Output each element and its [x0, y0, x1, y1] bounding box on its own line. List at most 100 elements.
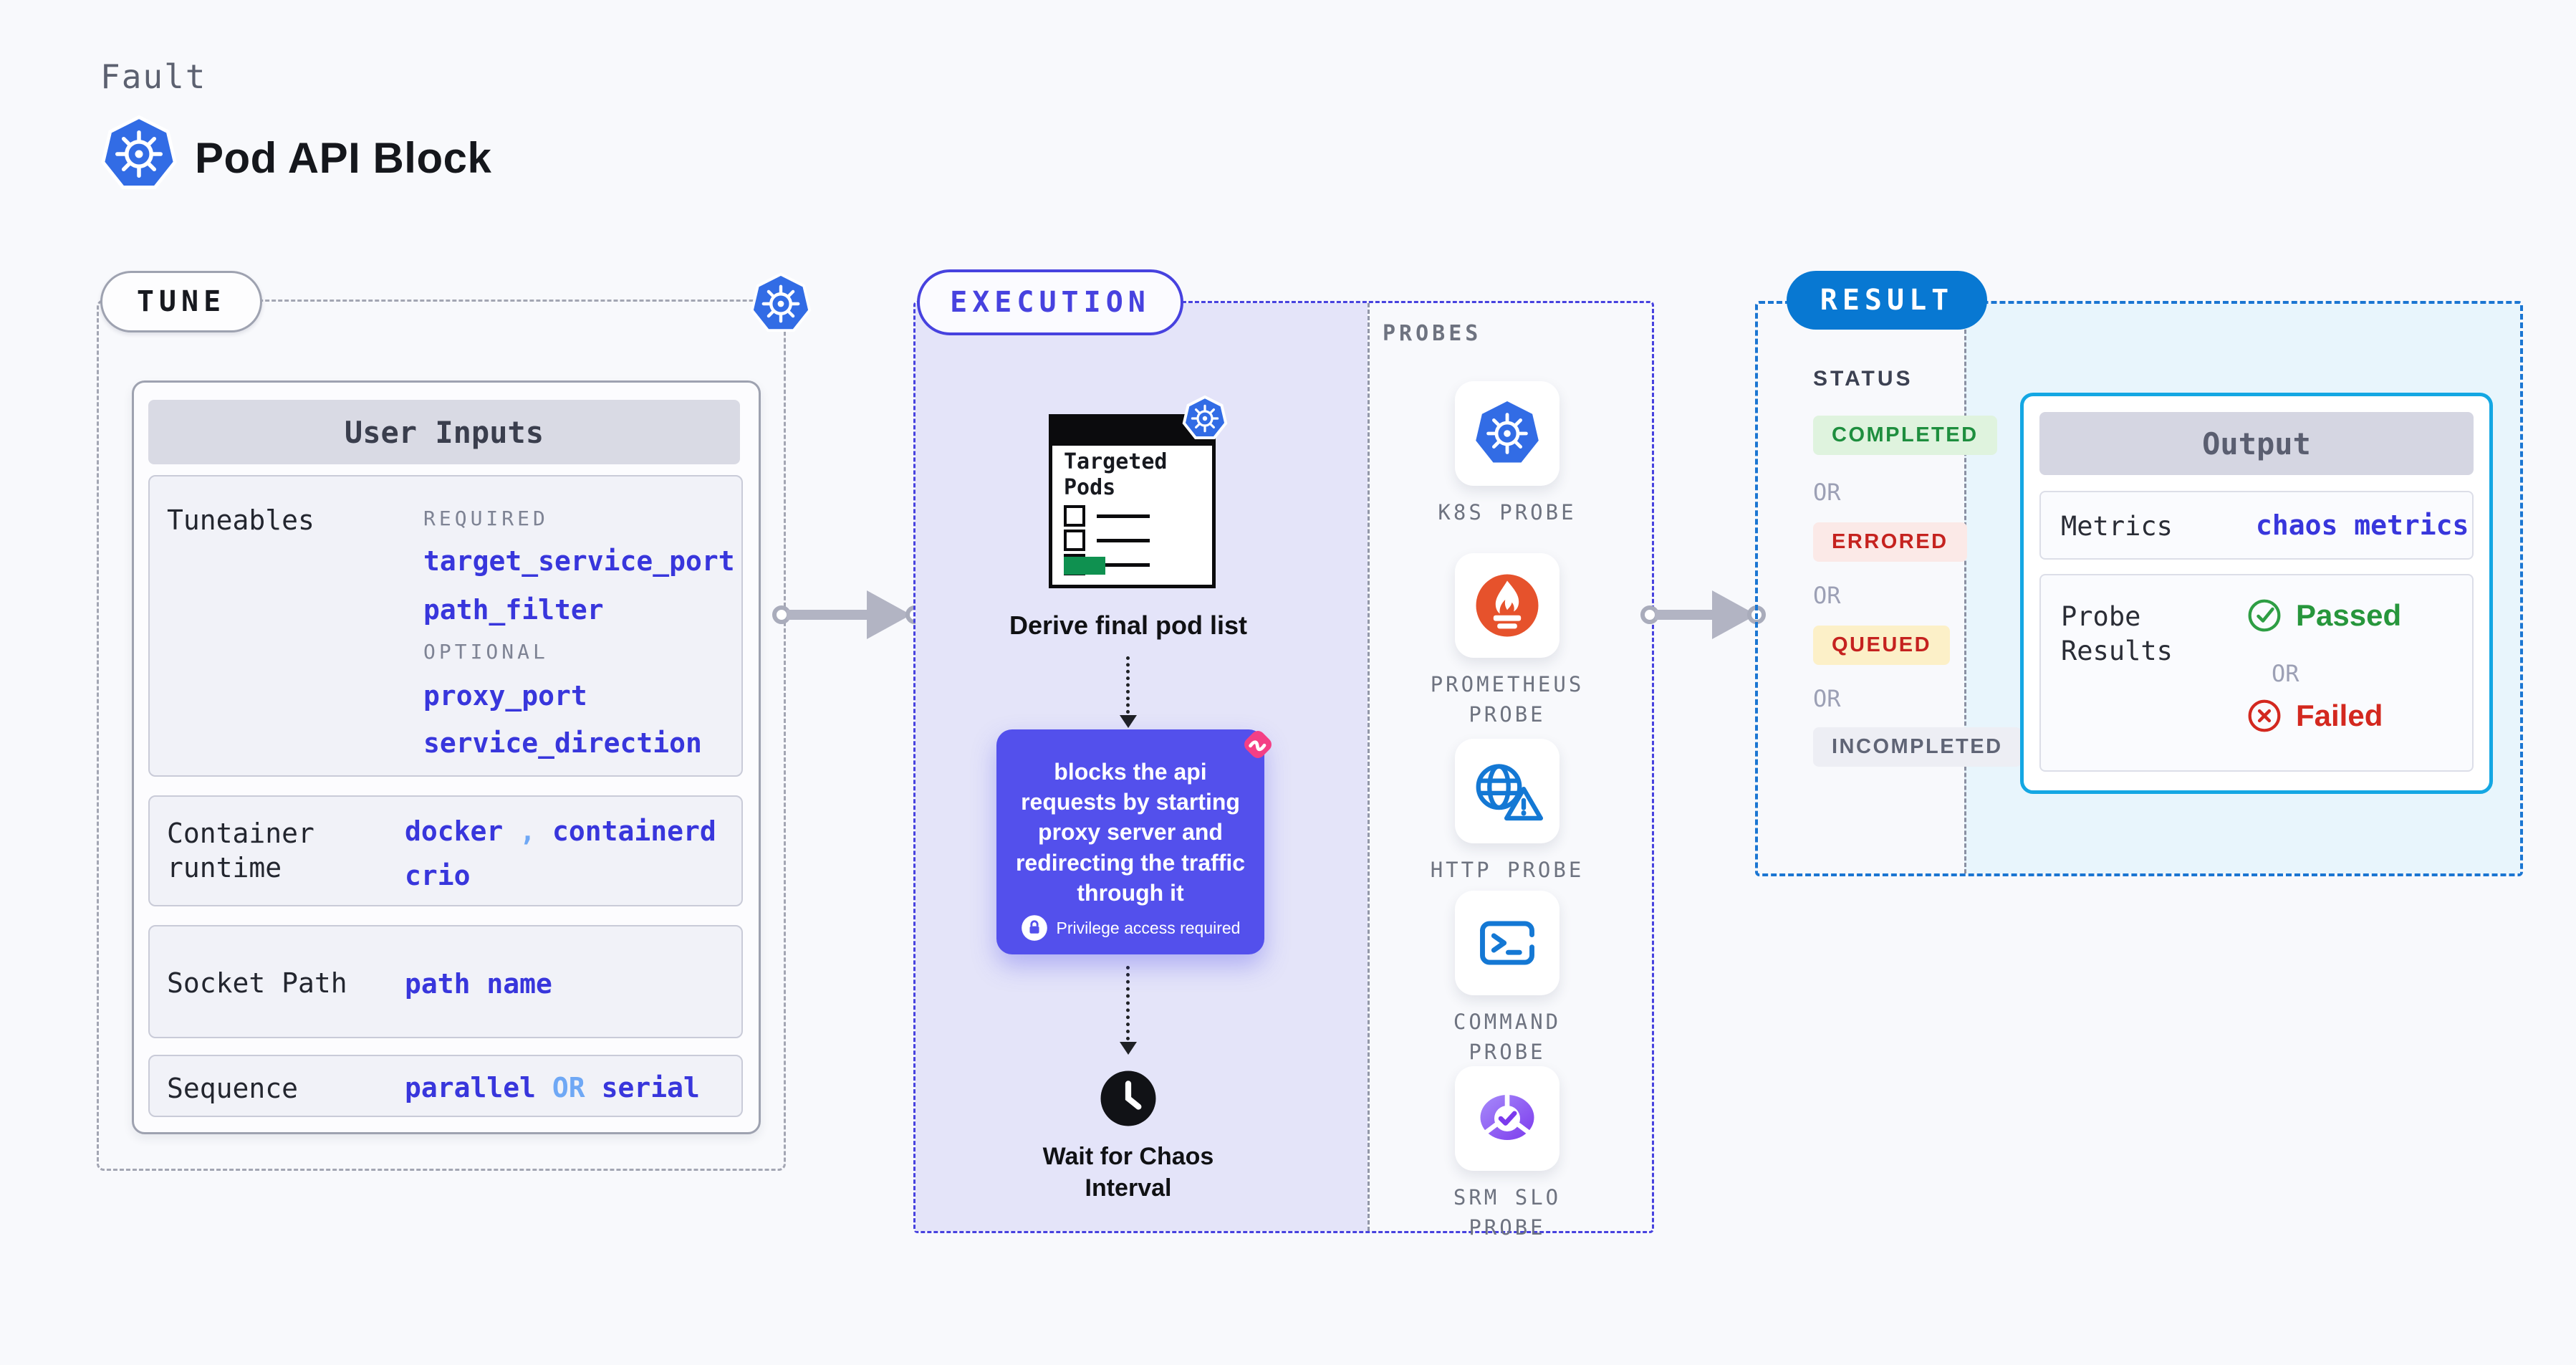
arrow-head [1120, 715, 1137, 728]
progress-bar [1064, 557, 1105, 575]
x-circle-icon [2248, 699, 2281, 732]
result-divider [1964, 304, 1966, 873]
kubernetes-icon [100, 115, 178, 193]
list-line [1097, 562, 1150, 567]
arrow-shaft [1655, 610, 1712, 620]
probe-card-http [1455, 739, 1559, 843]
output-card: Output Metrics chaos metrics Probe Resul… [2020, 393, 2493, 794]
targeted-pods-title: Targeted Pods [1064, 449, 1168, 501]
tuneables-label: Tuneables [167, 504, 314, 536]
kubernetes-icon [1476, 401, 1539, 463]
list-line [1097, 514, 1150, 518]
or-separator: OR [1813, 582, 1841, 609]
metrics-value: chaos metrics [2256, 509, 2469, 541]
container-runtime-label: Container runtime [167, 818, 314, 883]
probe-label-prometheus: PROMETHEUS PROBE [1430, 672, 1585, 727]
pod-list-item [1064, 505, 1150, 527]
checkbox-icon [1064, 505, 1085, 527]
socket-path-label: Socket Path [167, 967, 347, 999]
pod-list-item [1064, 530, 1150, 551]
sequence-label: Sequence [167, 1073, 299, 1104]
failed-label: Failed [2296, 699, 2383, 732]
runtime-crio: crio [405, 860, 471, 891]
required-label: REQUIRED [423, 507, 549, 530]
terminal-icon [1480, 921, 1534, 965]
arrow-shaft [787, 610, 867, 620]
privilege-note: Privilege access required [1056, 918, 1241, 937]
probe-results-label: Probe Results [2061, 601, 2173, 667]
prometheus-icon [1476, 574, 1539, 637]
arrow-head [867, 590, 911, 639]
list-line [1097, 538, 1150, 542]
checkbox-icon [1064, 530, 1085, 551]
probe-label-srm-slo: SRM SLO PROBE [1453, 1185, 1562, 1240]
tune-section-box [97, 300, 786, 1171]
user-inputs-header: User Inputs [148, 400, 740, 464]
flow-dotted-line [1126, 966, 1130, 1040]
runtime-containerd: containerd [552, 815, 716, 847]
probe-card-srm-slo [1455, 1066, 1559, 1171]
tuneable-target-service-port: target_service_port [423, 545, 735, 577]
output-header: Output [2039, 412, 2474, 475]
tune-pill: TUNE [100, 271, 262, 332]
targeted-pods-widget: Targeted Pods [1049, 414, 1216, 588]
probe-results-row: Probe Results Passed OR Failed [2039, 574, 2474, 772]
status-label: STATUS [1813, 367, 1913, 391]
or-separator: OR [1813, 479, 1841, 506]
fault-kicker: Fault [100, 57, 207, 96]
passed-label: Passed [2296, 598, 2402, 632]
optional-label: OPTIONAL [423, 640, 549, 664]
privilege-note-row: Privilege access required [996, 914, 1264, 942]
check-circle-icon [2248, 599, 2281, 632]
failed-result: Failed [2246, 697, 2383, 734]
execution-probes-divider [1368, 303, 1370, 1231]
sequence-or: OR [552, 1072, 585, 1103]
socket-path-value: path name [405, 968, 552, 1000]
arrow-head [1120, 1042, 1137, 1055]
tuneable-service-direction: service_direction [423, 727, 702, 759]
targeted-pods-title-line1: Targeted [1064, 449, 1168, 474]
or-separator: OR [2272, 660, 2299, 687]
runtime-docker: docker [405, 815, 504, 847]
probe-label-command: COMMAND PROBE [1453, 1010, 1562, 1065]
status-badge-errored: ERRORED [1813, 522, 1967, 562]
container-runtime-values: docker , containerd [405, 815, 716, 847]
socket-path-row: Socket Path path name [148, 925, 743, 1038]
status-badge-queued: QUEUED [1813, 626, 1951, 665]
slo-gauge-icon [1480, 1093, 1534, 1140]
wait-caption-line1: Wait for Chaos [1042, 1143, 1214, 1170]
probe-card-k8s [1455, 381, 1559, 486]
wait-chaos-caption: Wait for Chaos Interval [1021, 1141, 1236, 1204]
passed-result: Passed [2246, 597, 2401, 634]
clock-icon [1097, 1067, 1160, 1130]
flow-dotted-line [1126, 656, 1130, 714]
kubernetes-icon [1182, 395, 1228, 441]
http-globe-warning-icon [1476, 764, 1544, 821]
metrics-label: Metrics [2061, 511, 2173, 542]
sequence-serial: serial [601, 1072, 700, 1103]
runtime-separator: , [519, 815, 537, 847]
sequence-value: parallel OR serial [405, 1072, 700, 1103]
sequence-row: Sequence parallel OR serial [148, 1055, 743, 1117]
probe-label-k8s: K8S PROBE [1438, 500, 1577, 525]
probe-card-prometheus [1455, 553, 1559, 658]
chaos-icon [1237, 724, 1279, 765]
execution-pill: EXECUTION [917, 269, 1183, 335]
tuneable-path-filter: path_filter [423, 594, 604, 626]
targeted-pods-title-line2: Pods [1064, 475, 1116, 500]
tuneable-proxy-port: proxy_port [423, 680, 587, 712]
user-inputs-card: User Inputs Tuneables REQUIRED target_se… [132, 380, 761, 1134]
sequence-parallel: parallel [405, 1072, 537, 1103]
container-runtime-row: Container runtime docker , containerd cr… [148, 795, 743, 906]
result-pill: RESULT [1787, 271, 1987, 330]
probes-label: PROBES [1383, 321, 1482, 346]
status-badge-incompleted: INCOMPLETED [1813, 727, 2022, 767]
probe-label-http: HTTP PROBE [1430, 858, 1585, 882]
kubernetes-icon [749, 272, 812, 335]
wait-caption-line2: Interval [1085, 1174, 1172, 1202]
metrics-row: Metrics chaos metrics [2039, 491, 2474, 560]
fault-description: blocks the api requests by starting prox… [1015, 759, 1246, 906]
lock-icon [1021, 915, 1047, 941]
probe-card-command [1455, 891, 1559, 995]
